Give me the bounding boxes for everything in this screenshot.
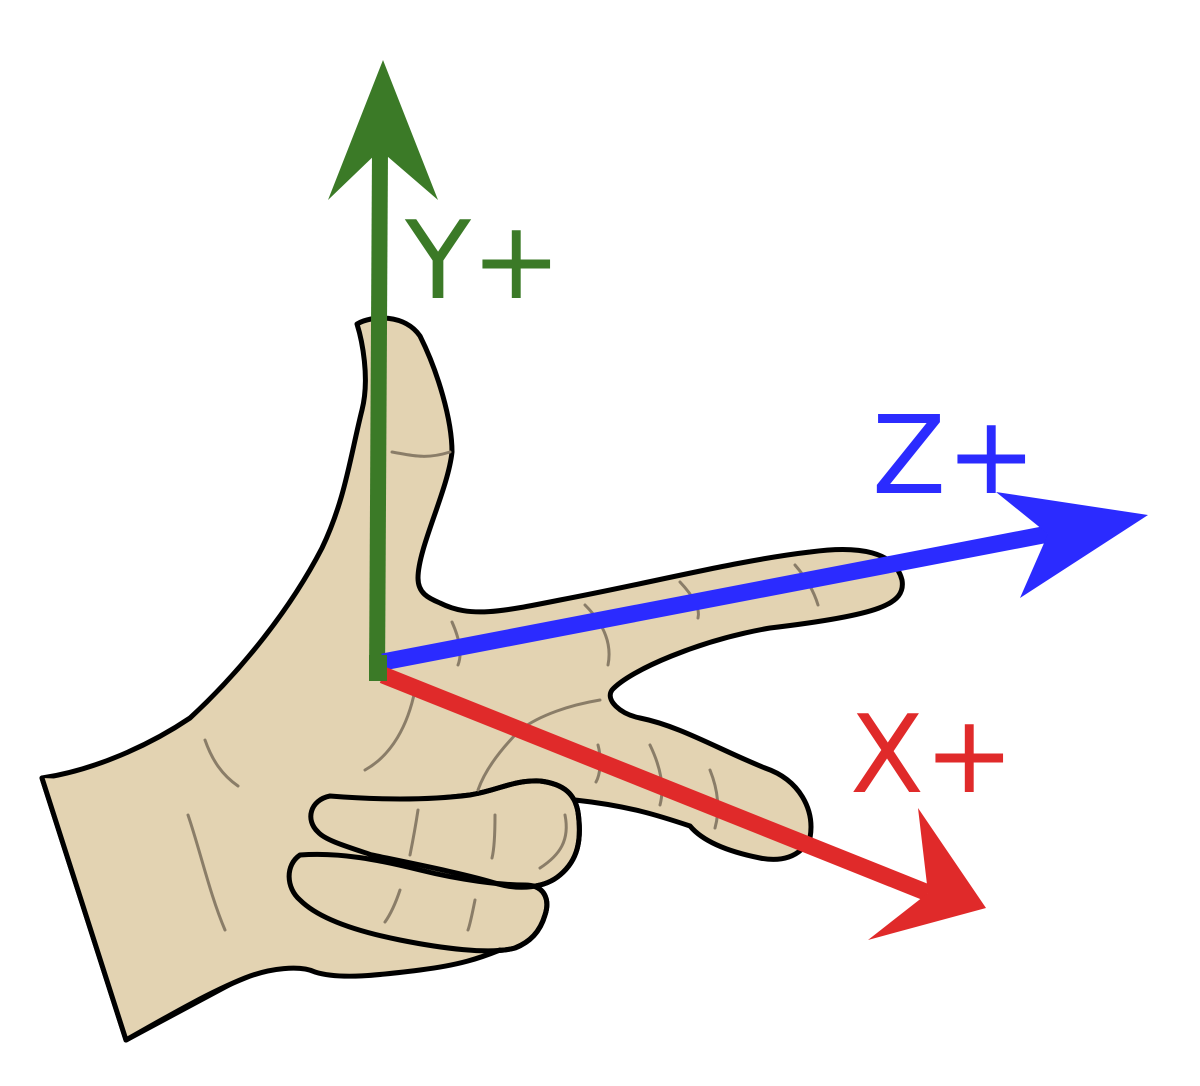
lower-hand-outline: [123, 947, 503, 1043]
y-axis-arrow: [328, 60, 438, 681]
right-hand-rule-hand-icon: [39, 315, 905, 1043]
x-axis-label: X+: [850, 693, 1014, 818]
y-axis-arrowhead: [328, 60, 438, 200]
z-axis-label: Z+: [872, 394, 1036, 519]
wrist-edge: [39, 775, 129, 1043]
y-axis-label: Y+: [404, 199, 561, 324]
x-axis-shaft: [379, 667, 932, 901]
axes-origin: [369, 655, 387, 681]
z-axis-shaft: [381, 525, 1050, 671]
middle-finger-outline: [308, 778, 582, 890]
ring-finger-outline: [286, 851, 550, 954]
x-axis-arrowhead: [868, 808, 986, 940]
z-axis-arrowhead: [996, 492, 1148, 598]
y-axis-shaft: [369, 149, 388, 681]
x-axis-arrow: [379, 667, 986, 940]
z-axis-arrow: [381, 492, 1148, 671]
hand-creases: [186, 450, 820, 932]
